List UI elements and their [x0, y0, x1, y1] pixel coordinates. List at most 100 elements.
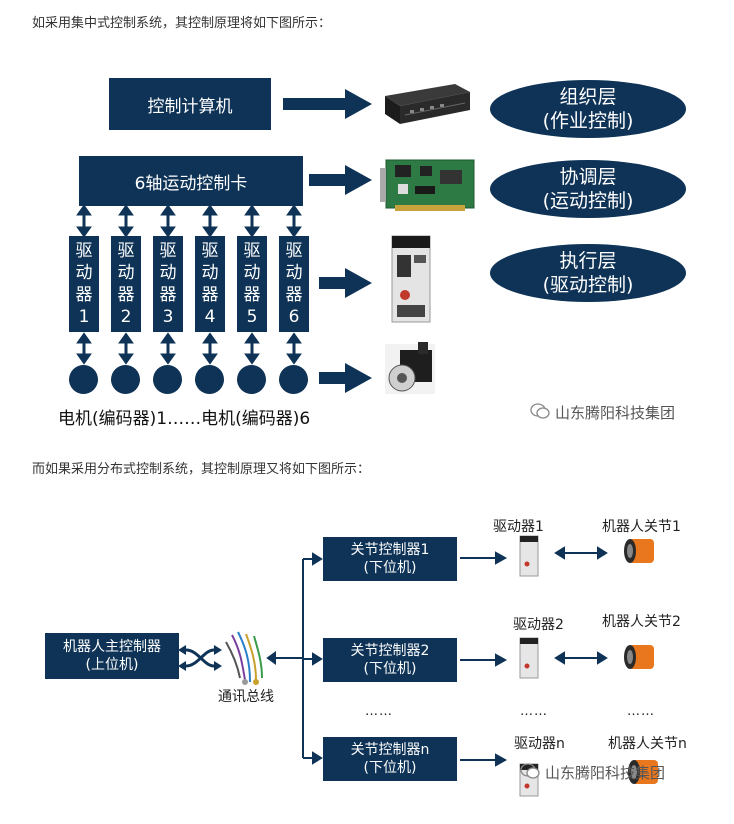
bus-label: 通讯总线 [218, 689, 274, 705]
card-driver-links [76, 204, 302, 238]
layer-name: 组织层 [559, 86, 617, 108]
small-driver-1 [519, 535, 539, 577]
block-arrows [283, 89, 372, 393]
master-controller-box: 机器人主控制器 (上位机) [45, 633, 179, 679]
layer-desc: (运动控制) [542, 190, 634, 212]
ellipsis-joints: …… [627, 704, 655, 719]
driver-4-char: 器 [201, 285, 219, 305]
ellipsis-controllers: …… [365, 704, 393, 719]
joint-controller-title: 关节控制器1 [350, 542, 430, 558]
arrow-drivers-to-unit [319, 268, 372, 298]
motion-card-label: 6轴运动控制卡 [134, 173, 248, 194]
control-computer-box: 控制计算机 [109, 78, 271, 130]
driver-2-char: 动 [117, 263, 135, 283]
motion-card-box: 6轴运动控制卡 [79, 156, 303, 206]
layer-name: 协调层 [559, 166, 617, 188]
small-driver-images [519, 535, 539, 797]
wechat-icon [520, 762, 540, 783]
driver-3-num: 3 [162, 307, 174, 327]
joint-label-1: 机器人关节1 [602, 519, 681, 535]
layer-desc: (驱动控制) [542, 274, 634, 296]
joint-image-n [628, 760, 658, 784]
joint-controller-subtitle: (下位机) [363, 760, 417, 776]
ellipsis-drivers: …… [520, 704, 548, 719]
driver-label-1: 驱动器1 [493, 519, 544, 535]
layer-desc: (作业控制) [542, 110, 634, 132]
servo-motor-image [385, 342, 435, 394]
joint-controller-2: 关节控制器2 (下位机) [323, 638, 457, 682]
joint-controller-n: 关节控制器n (下位机) [323, 737, 457, 781]
watermark-top: 山东腾阳科技集团 [530, 402, 675, 423]
motion-card-image [380, 159, 475, 211]
driver-3-char: 器 [159, 285, 177, 305]
driver-4-char: 动 [201, 263, 219, 283]
layer-execution-oval: 执行层 (驱动控制) [490, 244, 686, 302]
driver-2-char: 驱 [117, 241, 135, 261]
driver-2-char: 器 [117, 285, 135, 305]
driver-6-char: 驱 [285, 241, 303, 261]
watermark-bottom: 山东腾阳科技集团 [520, 762, 665, 783]
watermark-text: 山东腾阳科技集团 [545, 764, 666, 782]
driver-motor-links [76, 332, 302, 365]
driver-1-char: 器 [75, 285, 93, 305]
joint-controller-title: 关节控制器2 [350, 643, 430, 659]
controller-driver-arrows [460, 551, 508, 767]
motor-caption: 电机(编码器)1……电机(编码器)6 [58, 409, 311, 429]
layer-organization-oval: 组织层 (作业控制) [490, 80, 686, 138]
joint-label-n: 机器人关节n [608, 736, 687, 752]
driver-6-num: 6 [288, 307, 300, 327]
arrow-computer-to-pc [283, 89, 372, 119]
arrow-card-to-board [309, 165, 372, 195]
master-bus-cross [185, 648, 215, 668]
layer-name: 执行层 [559, 250, 617, 272]
driver-label-n: 驱动器n [514, 736, 565, 752]
driver-6-char: 器 [285, 285, 303, 305]
joint-images [624, 539, 658, 784]
driver-1-num: 1 [78, 307, 90, 327]
distributed-connectors [178, 535, 658, 797]
centralized-caption: 如采用集中式控制系统，其控制原理将如下图所示： [32, 16, 332, 31]
joint-controller-1: 关节控制器1 (下位机) [323, 537, 457, 581]
driver-1-char: 动 [75, 263, 93, 283]
joint-controller-title: 关节控制器n [350, 742, 430, 758]
driver-label-2: 驱动器2 [513, 617, 564, 633]
motor-6 [279, 365, 308, 394]
layer-coordination-oval: 协调层 (运动控制) [490, 160, 686, 218]
driver-5-char: 动 [243, 263, 261, 283]
driver-4-char: 驱 [201, 241, 219, 261]
wechat-icon [530, 402, 550, 423]
motor-4 [195, 365, 224, 394]
driver-3-char: 动 [159, 263, 177, 283]
joint-controller-subtitle: (下位机) [363, 560, 417, 576]
driver-5-char: 器 [243, 285, 261, 305]
motor-5 [237, 365, 266, 394]
servo-driver-image [391, 235, 431, 323]
industrial-pc-image [385, 84, 470, 124]
driver-4-num: 4 [204, 307, 216, 327]
master-controller-subtitle: (上位机) [85, 657, 139, 673]
driver-5-char: 驱 [243, 241, 261, 261]
driver-3-char: 驱 [159, 241, 177, 261]
watermark-text: 山东腾阳科技集团 [555, 404, 676, 422]
bus-cable-image [225, 631, 263, 685]
distributed-caption: 而如果采用分布式控制系统，其控制原理又将如下图所示： [32, 462, 371, 477]
driver-2-num: 2 [120, 307, 132, 327]
master-controller-title: 机器人主控制器 [63, 639, 161, 655]
driver-5-num: 5 [246, 307, 258, 327]
motor-3 [153, 365, 182, 394]
joint-controller-subtitle: (下位机) [363, 661, 417, 677]
motor-1 [69, 365, 98, 394]
joint-label-2: 机器人关节2 [602, 614, 681, 630]
bus-lines [266, 552, 323, 765]
driver-joint-arrows [554, 546, 608, 665]
joint-image-1 [624, 539, 654, 563]
motor-2 [111, 365, 140, 394]
joint-image-2 [624, 645, 654, 669]
arrow-motors-to-servo [319, 363, 372, 393]
